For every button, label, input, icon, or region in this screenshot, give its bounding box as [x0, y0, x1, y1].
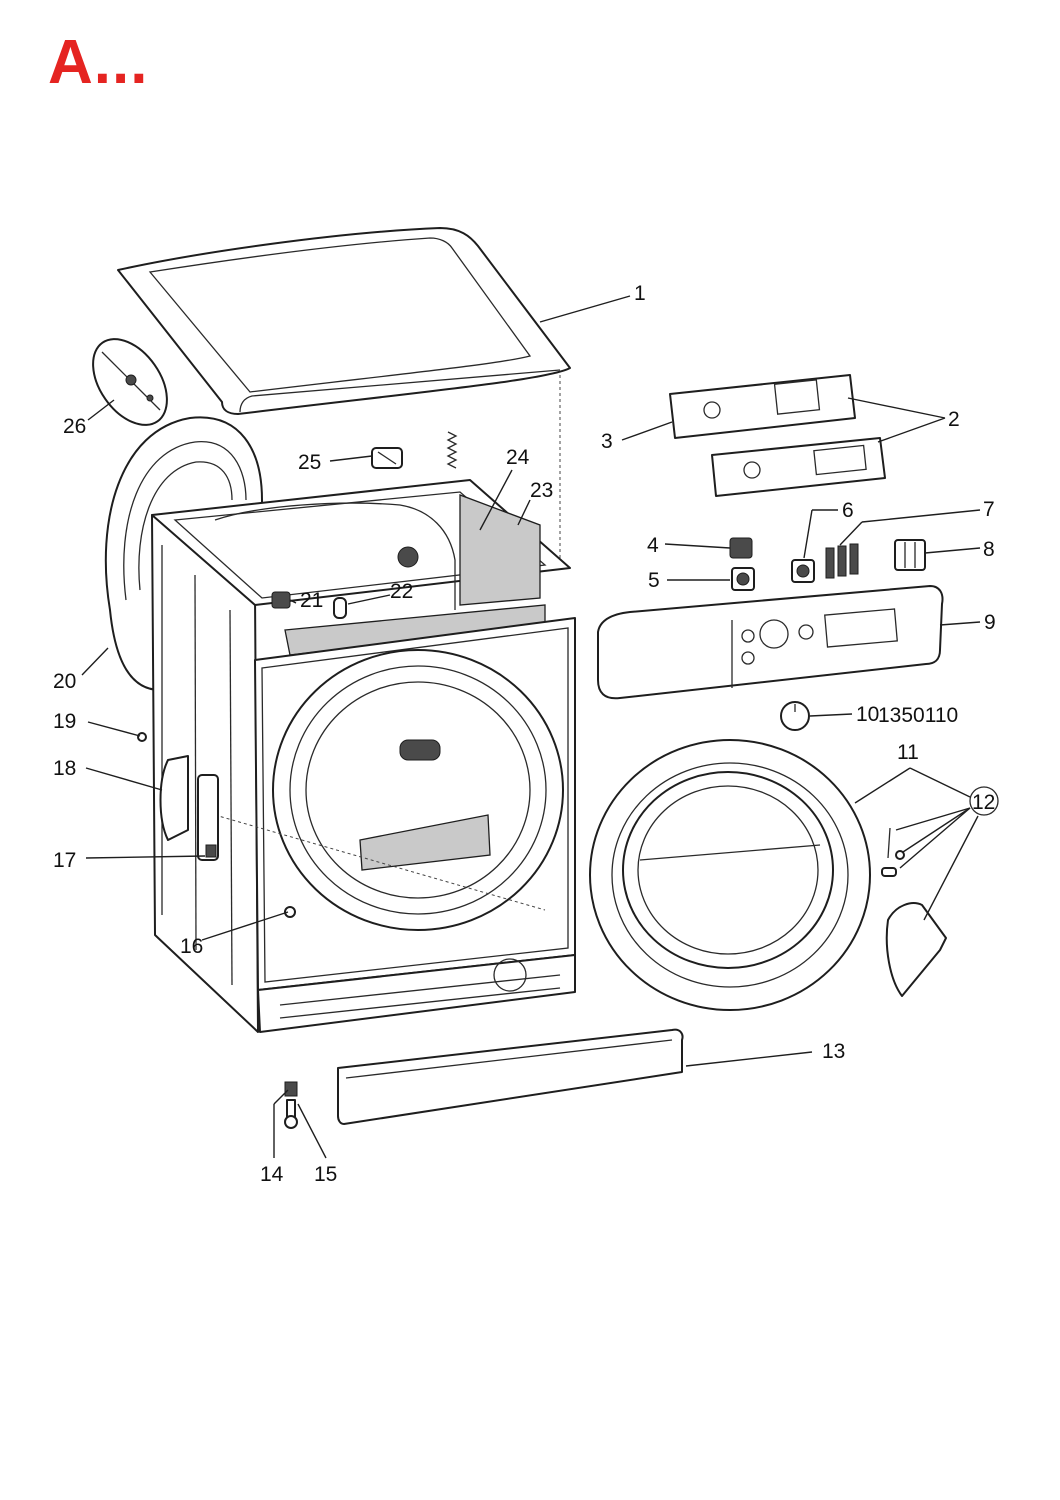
- part-17-hook: [197, 774, 219, 861]
- part-9-control-panel: [597, 585, 944, 700]
- callout-2: 2: [948, 408, 960, 431]
- callout-6: 6: [842, 499, 854, 522]
- part-26-rod: [92, 338, 168, 426]
- callout-18: 18: [53, 757, 76, 780]
- part-3-control-board: [669, 374, 856, 439]
- callout-22: 22: [390, 580, 413, 603]
- part-10-knob: [780, 701, 810, 731]
- callout-9: 9: [984, 611, 996, 634]
- part-4-switch: [729, 537, 753, 559]
- callout-4: 4: [647, 534, 659, 557]
- part-18-hinge: [159, 755, 189, 841]
- leader-lines: [81, 295, 981, 1159]
- callout-15: 15: [314, 1163, 337, 1186]
- cabinet-body: [151, 375, 576, 1033]
- callout-labels: 1 2 3 4 5 6 7 8 9 10 11 12 13 14 15 16 1…: [53, 282, 999, 1186]
- callout-17: 17: [53, 849, 76, 872]
- spring-top: [446, 431, 458, 469]
- callout-8: 8: [983, 538, 995, 561]
- part-8-connector: [894, 539, 926, 571]
- callout-13: 13: [822, 1040, 845, 1063]
- callout-3: 3: [601, 430, 613, 453]
- callout-12-circle: [969, 786, 999, 816]
- callout-19: 19: [53, 710, 76, 733]
- part-14-foot: [284, 1081, 298, 1129]
- part-6-switch: [791, 559, 815, 583]
- callout-26: 26: [63, 415, 86, 438]
- callout-5: 5: [648, 569, 660, 592]
- callout-7: 7: [983, 498, 995, 521]
- callout-14: 14: [260, 1163, 284, 1186]
- part-13-kickplate: [337, 1028, 684, 1125]
- part-16-screw: [284, 906, 296, 918]
- callout-16: 16: [180, 935, 203, 958]
- callout-21: 21: [300, 589, 323, 612]
- part-7-connector: [825, 543, 859, 579]
- document-number: 1350110: [878, 704, 958, 727]
- part-1-top-cover: [117, 227, 571, 415]
- callout-12: 12: [972, 791, 995, 814]
- part-11-door: [589, 739, 871, 1011]
- callout-11: 11: [897, 741, 919, 764]
- part-25-clip: [371, 447, 403, 469]
- callout-24: 24: [506, 446, 530, 469]
- callout-20: 20: [53, 670, 76, 693]
- part-2-display-board: [711, 437, 886, 497]
- callout-10: 10: [856, 703, 879, 726]
- callout-25: 25: [298, 451, 321, 474]
- page-title: A...: [48, 28, 149, 97]
- callout-23: 23: [530, 479, 553, 502]
- callout-1: 1: [634, 282, 646, 305]
- part-12-handle: [881, 827, 947, 997]
- part-5-switch: [731, 567, 755, 591]
- part-19-screw: [137, 732, 147, 742]
